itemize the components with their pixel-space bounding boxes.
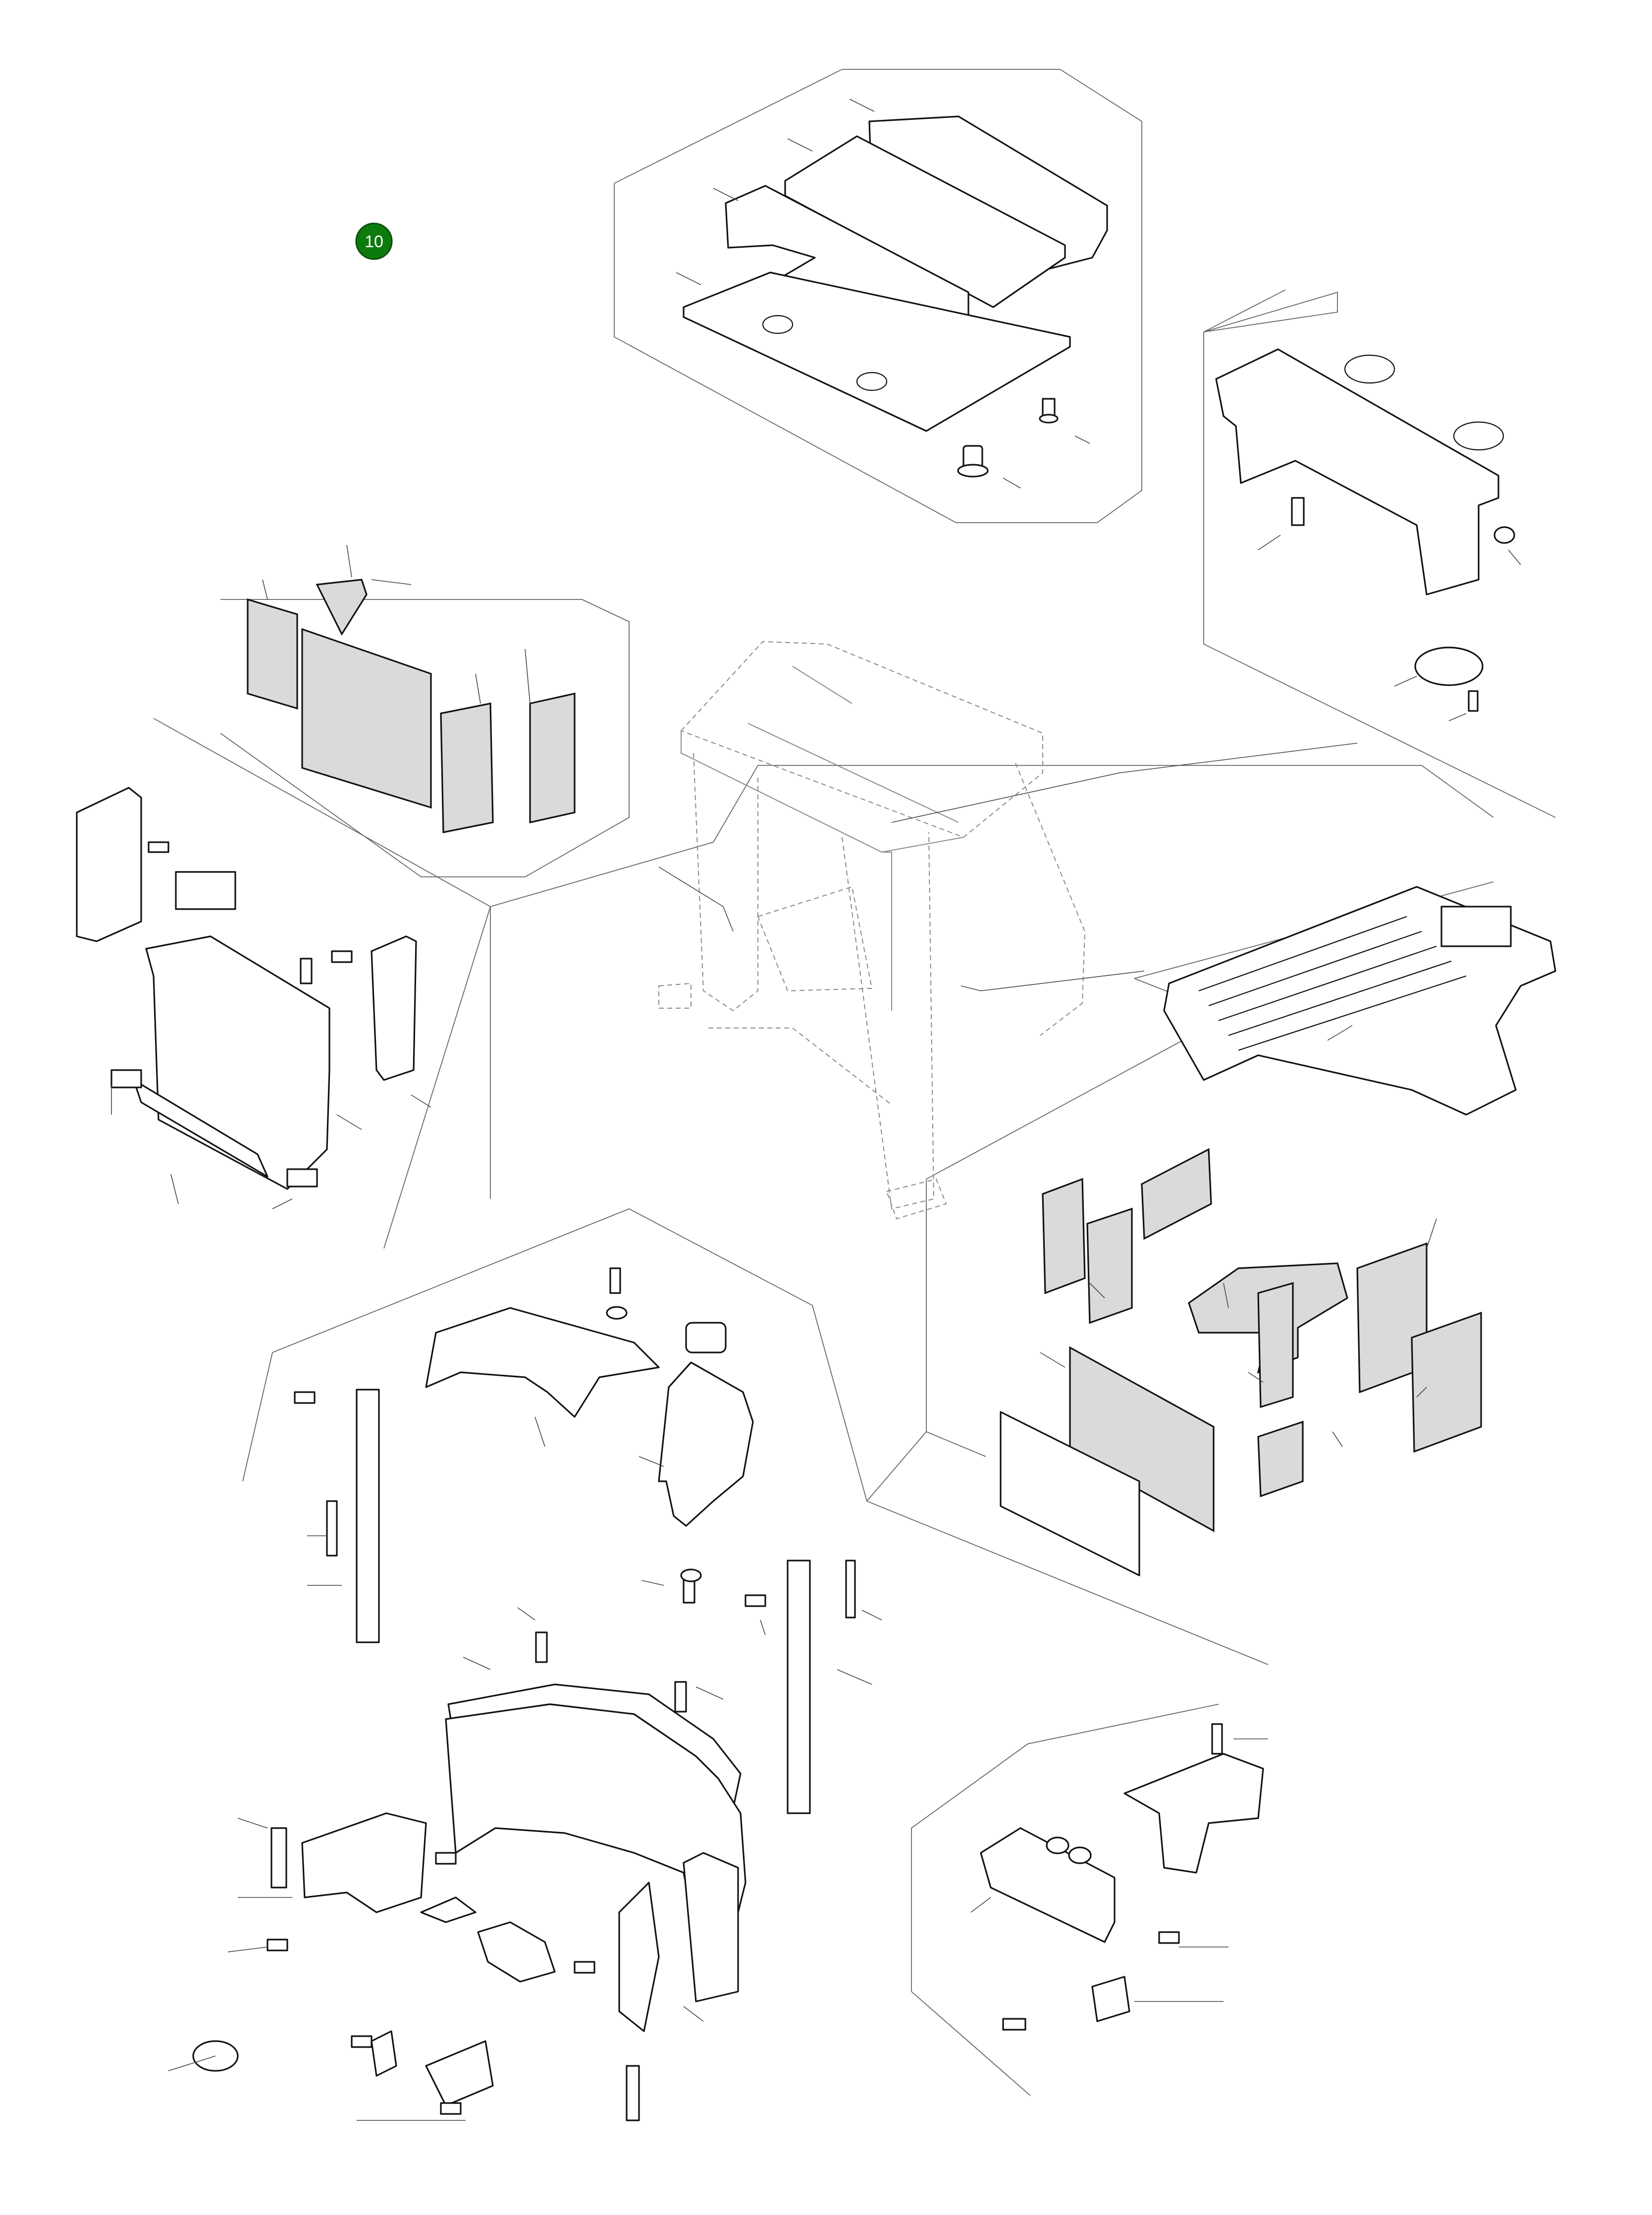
small-strip	[845, 1560, 856, 1619]
roof-stud-base	[957, 464, 989, 478]
foam-panel-white	[1000, 1411, 1140, 1576]
dash-panel-group	[294, 1267, 882, 1814]
dash-washer	[606, 1306, 628, 1320]
console-bolt	[574, 1961, 595, 1974]
hood-bracket	[1123, 1753, 1264, 1874]
foam-panel	[529, 693, 576, 823]
mount-bracket	[477, 1921, 556, 1983]
console-bolt	[351, 2035, 373, 2048]
roof-panel-group	[676, 99, 1108, 488]
bottom-right-bracket-group	[970, 1723, 1268, 2031]
console-bolt	[435, 1852, 457, 1865]
foam-panel	[1042, 1178, 1086, 1295]
box-seal-strip	[133, 1079, 268, 1178]
bracket-cover	[1215, 348, 1499, 595]
floor-plate-group	[1163, 886, 1556, 1116]
trim-bolt	[745, 1594, 766, 1607]
floor-slot-grid	[1198, 916, 1467, 1051]
console-right-plate	[618, 1882, 660, 2032]
hood-clip	[1091, 1976, 1130, 2022]
console-group	[168, 1607, 746, 2121]
bracket-bolt	[1291, 497, 1305, 526]
foam-panel	[316, 579, 368, 636]
foam-panel	[301, 628, 432, 809]
box-bolt	[331, 950, 353, 963]
console-strip	[270, 1827, 287, 1889]
small-spacer	[110, 1069, 142, 1088]
side-bracket-right	[371, 935, 417, 1081]
side-trim-strip	[356, 1389, 380, 1643]
hood-washer	[1046, 1837, 1069, 1854]
plate-hole	[856, 372, 888, 391]
small-bracket	[371, 2030, 397, 2077]
foam-panel	[1411, 1311, 1482, 1453]
switch-block	[175, 871, 236, 910]
hood-bolt	[1158, 1931, 1180, 1944]
roof-bolt-head	[1039, 414, 1059, 424]
bracket-port	[1453, 421, 1504, 451]
side-bracket	[76, 787, 142, 942]
small-spacer	[286, 1168, 318, 1188]
switch-cap	[685, 1322, 727, 1353]
cover-screw	[1468, 690, 1479, 712]
hood-bolt	[1211, 1723, 1223, 1755]
cab-frame-ghost	[658, 641, 1358, 1220]
foam-panel	[247, 598, 298, 710]
lower-washer	[680, 1568, 702, 1582]
foam-panel	[1141, 1148, 1212, 1240]
roof-bracket-group	[1215, 348, 1521, 721]
roof-mounting-plate	[683, 271, 1071, 432]
dash-panel-left	[425, 1307, 660, 1418]
console-bolt	[440, 2102, 462, 2115]
small-trim-piece	[326, 1500, 338, 1557]
rear-foam-group	[247, 544, 576, 833]
foam-panel	[1257, 1420, 1304, 1498]
console-bolt	[266, 1939, 288, 1951]
console-bolt	[674, 1681, 687, 1713]
figure-number-badge: 10	[355, 222, 393, 260]
dash-bolt	[609, 1267, 621, 1294]
badge-label: 10	[365, 232, 383, 251]
left-box-group	[76, 787, 431, 1209]
dash-panel-right	[658, 1361, 754, 1527]
hood-cover	[980, 1827, 1116, 1943]
foam-panel	[1086, 1207, 1133, 1324]
console-left-panel	[301, 1812, 427, 1913]
small-plate	[420, 1896, 477, 1923]
hood-washer	[1068, 1846, 1092, 1864]
foam-panel	[440, 702, 494, 833]
bracket-nut	[1493, 526, 1515, 544]
foam-panel	[1257, 1282, 1294, 1408]
bracket-port	[1344, 354, 1395, 384]
plate-hole	[762, 315, 794, 334]
floor-cutout	[1440, 906, 1512, 947]
round-cover-plate	[1414, 647, 1484, 686]
console-bolt	[535, 1631, 548, 1663]
hood-bolt	[1002, 2018, 1026, 2031]
right-foam-group	[1000, 1148, 1482, 1576]
console-side-panel	[683, 1852, 739, 2002]
console-strip	[626, 2065, 640, 2121]
group-boundaries	[153, 69, 1556, 2096]
badge-circle	[355, 222, 393, 260]
dash-bolt-left	[294, 1391, 316, 1404]
box-bolt	[300, 958, 313, 984]
lower-bracket	[425, 2040, 494, 2107]
foam-panel	[1069, 1346, 1215, 1532]
switch-bolt	[148, 841, 169, 853]
vertical-trim	[787, 1560, 811, 1814]
